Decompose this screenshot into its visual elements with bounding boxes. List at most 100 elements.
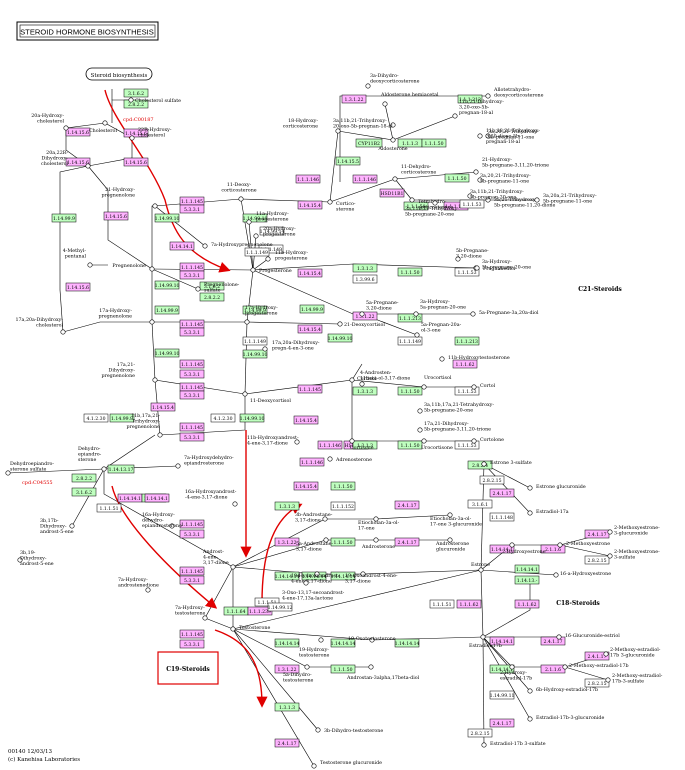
enzyme-box[interactable]: 1.14.14.14 bbox=[275, 571, 300, 581]
enzyme-box[interactable]: 2.8.2.15 bbox=[479, 475, 505, 485]
compound-node[interactable]: 3a-Dihydro-deoxycorticosterone bbox=[365, 73, 420, 89]
enzyme-box[interactable]: 1.1.1.152 bbox=[330, 501, 356, 511]
compound-node[interactable]: 19-Hydroxy-testosterone bbox=[299, 637, 330, 659]
enzyme-box[interactable]: 1.3.1.22 bbox=[352, 311, 378, 321]
enzyme-box[interactable]: 1.1.1.53 bbox=[454, 440, 480, 450]
compound-node[interactable]: 3a,11b,21-Trihydroxy-20-oxo-5b-pregnan-1… bbox=[333, 118, 396, 130]
compound-node[interactable]: 2-Methoxy-estradiol-17b-3-sulfate bbox=[605, 673, 663, 685]
enzyme-box[interactable]: 1.14.99.10 bbox=[155, 348, 180, 358]
compound-node[interactable]: 2-Methoxy-estradiol-17b bbox=[562, 663, 629, 670]
compound-node[interactable]: 11b,21-Dihydroxy-3,20-oxo-5b-pregnan-18-… bbox=[452, 99, 504, 119]
enzyme-box[interactable]: 1.1.1.213 bbox=[457, 94, 483, 104]
enzyme-box[interactable]: 2.8.2.2 bbox=[123, 99, 149, 109]
enzyme-box[interactable]: 1.3.1.22 bbox=[274, 537, 300, 547]
compound-node[interactable]: 3-Oxo-13,17-secoandrost-4-ene-17,13a-lac… bbox=[282, 580, 345, 602]
compound-node[interactable]: Cholesterol bbox=[89, 120, 117, 134]
compound-node[interactable]: 19-Oxotestosterone bbox=[348, 636, 396, 643]
pathway-link-steroid-biosynthesis[interactable]: Steroid biosynthesis bbox=[85, 67, 153, 81]
compound-node[interactable]: 22R-Hydroxy-cholesterol bbox=[129, 127, 172, 141]
enzyme-box[interactable]: 5.3.3.1 bbox=[179, 327, 205, 337]
enzyme-box[interactable]: 5.3.3.1 bbox=[179, 575, 205, 585]
enzyme-box[interactable]: 2.8.2.2 bbox=[71, 473, 97, 483]
compound-node[interactable]: 5a-Dihydro-testosterone bbox=[283, 664, 314, 684]
enzyme-box[interactable]: HSD11B1 bbox=[379, 188, 405, 198]
enzyme-box[interactable]: 1.1.1.50 bbox=[330, 481, 356, 491]
enzyme-box[interactable]: 1.14.13.17 bbox=[107, 464, 135, 474]
enzyme-box[interactable]: 1.14.99.10 bbox=[240, 413, 265, 423]
enzyme-box[interactable]: 1.1.1.51 bbox=[429, 599, 455, 609]
compound-node[interactable]: Urocortisol bbox=[421, 375, 452, 390]
compound-node[interactable]: Cortisol bbox=[349, 376, 377, 383]
compound-node[interactable]: 17a,20a-Dihydroxy-cholesterol bbox=[15, 317, 66, 335]
compound-node[interactable]: 2-Methoxy-estradiol-17b 3-glucuronide bbox=[603, 647, 661, 659]
enzyme-box[interactable]: 3.1.6.2 bbox=[71, 487, 97, 497]
enzyme-box[interactable]: 2.4.1.17 bbox=[394, 500, 420, 510]
enzyme-box[interactable]: 1.1.1.50 bbox=[330, 537, 356, 547]
enzyme-box[interactable]: 1.3.1.3 bbox=[274, 501, 300, 511]
compound-node[interactable]: 17a,21-Dihydroxy-pregnenolone bbox=[101, 362, 158, 383]
enzyme-box[interactable]: 5.3.3.1 bbox=[179, 270, 205, 280]
enzyme-box[interactable]: 2.8.2.15 bbox=[467, 728, 493, 738]
compound-node[interactable]: 11b-Hydroxytestosterone bbox=[439, 355, 510, 362]
enzyme-box[interactable]: 1.3.1.22 bbox=[274, 664, 300, 674]
enzyme-box[interactable]: CYP11B2 bbox=[355, 138, 383, 148]
enzyme-box[interactable]: 1.1.1.50 bbox=[397, 267, 423, 277]
enzyme-box[interactable]: 2.4.1.17 bbox=[489, 488, 515, 498]
enzyme-box[interactable]: 1.1.1.51 bbox=[254, 597, 280, 607]
enzyme-box[interactable]: 1.1.1.149 bbox=[242, 336, 268, 346]
enzyme-box[interactable]: 1.1.1.213 bbox=[397, 313, 423, 323]
enzyme-box[interactable]: 1.14.15.6 bbox=[65, 127, 91, 137]
compound-node[interactable]: 16a-Hydroxy-dehydro-epiandrosterone bbox=[142, 512, 182, 529]
enzyme-box[interactable]: 1.14.15.4 bbox=[297, 200, 323, 210]
compound-node[interactable]: 21-Hydroxy-pregnenolone bbox=[101, 187, 158, 209]
compound-node[interactable]: Cortol bbox=[471, 383, 496, 390]
compound-node[interactable]: 3b-Dihydro-testosterone bbox=[315, 727, 384, 734]
compound-node[interactable]: 18-Hydroxy-corticosterone bbox=[283, 118, 341, 134]
compound-node[interactable]: Estradiol-17b-3-glucuronide bbox=[527, 715, 605, 722]
enzyme-box[interactable]: 1.1.1.145 bbox=[179, 519, 205, 529]
compound-node[interactable]: Cortico-sterone bbox=[327, 199, 356, 213]
enzyme-box[interactable]: 1.1.1.50 bbox=[397, 440, 423, 450]
compound-node[interactable]: 11-Deoxycortisol bbox=[242, 391, 292, 404]
compound-node[interactable]: 21-Hydroxy-5b-pregnane-3,11,20-trione bbox=[473, 157, 549, 175]
enzyme-box[interactable]: 1.1.1.53 bbox=[454, 267, 480, 277]
enzyme-box[interactable]: 1.3.99.6 bbox=[352, 274, 378, 284]
enzyme-box[interactable]: 2.8.2.15 bbox=[584, 555, 610, 565]
enzyme-box[interactable]: 1.1.1.53 bbox=[454, 386, 480, 396]
enzyme-box[interactable]: 1.1.1.213 bbox=[454, 336, 480, 346]
enzyme-box[interactable]: 1.1.1.145 bbox=[179, 196, 205, 206]
enzyme-box[interactable]: 1.1.1.62 bbox=[456, 599, 482, 609]
enzyme-box[interactable]: 4.1.2.30 bbox=[83, 413, 109, 423]
compound-node[interactable]: Estrone glucuronide bbox=[527, 484, 586, 491]
enzyme-box[interactable]: 2.4.1.17 bbox=[274, 738, 300, 748]
compound-node[interactable]: Dehydro-epiandro-sterone bbox=[78, 446, 107, 472]
compound-node[interactable]: Androsterone bbox=[361, 537, 395, 550]
compound-node[interactable]: 3a,20,21-Trihydroxy-5b-pregnane-11-one bbox=[477, 173, 531, 185]
compound-node[interactable]: 2-Methoxyestrone-3-sulfate bbox=[607, 549, 660, 561]
enzyme-box[interactable]: 1.1.1.145 bbox=[179, 422, 205, 432]
enzyme-box[interactable]: 1.1.1.50 bbox=[444, 173, 470, 183]
compound-node[interactable]: 17a,21-Dihydroxy-5b-pregnane-3,11,20-tri… bbox=[417, 421, 491, 433]
compound-node[interactable]: Aldosterone bbox=[377, 137, 408, 152]
compound-node[interactable]: 11b,18,21-Trihydroxy-3,20-dioxo-5b-pregn… bbox=[477, 128, 541, 145]
enzyme-box[interactable]: 1.1.1.145 bbox=[179, 262, 205, 272]
enzyme-box[interactable]: 1.1.1.145 bbox=[179, 319, 205, 329]
compound-node[interactable]: 17a-Hydroxy-pregnenolone bbox=[98, 308, 155, 325]
compound-node[interactable]: 3b,17b-Dihydroxy-androst-5-ene bbox=[40, 518, 75, 535]
enzyme-box[interactable]: 1.14.14.14 bbox=[302, 571, 327, 581]
enzyme-box[interactable]: 1.14.99.11 bbox=[490, 690, 515, 700]
enzyme-box[interactable]: 5.3.3.1 bbox=[179, 639, 205, 649]
compound-node[interactable]: 4-Methyl-pentanal bbox=[63, 248, 93, 268]
compound-node[interactable]: 11-Dehydro-corticosterone bbox=[392, 164, 437, 182]
enzyme-box[interactable]: 1.3.1.3 bbox=[274, 702, 300, 712]
enzyme-box[interactable]: 3.1.6.1 bbox=[467, 499, 493, 509]
enzyme-box[interactable]: 1.14.99.10 bbox=[243, 213, 268, 223]
compound-node[interactable]: 5a-Pregnane-3a,20a-diol bbox=[470, 310, 539, 317]
enzyme-box[interactable]: 1.14.15.4 bbox=[293, 481, 319, 491]
compound-node[interactable]: Cortisone bbox=[349, 438, 374, 451]
compound-node[interactable]: Tetrahydro-corticosterone bbox=[409, 197, 454, 211]
enzyme-box[interactable]: 2.4.1.17 bbox=[394, 537, 420, 547]
enzyme-box[interactable]: 1.14.99.9 bbox=[51, 213, 77, 223]
compound-node[interactable]: Cholesterol sulfate bbox=[128, 97, 181, 104]
enzyme-box[interactable]: 1.1.1.146 bbox=[352, 174, 378, 184]
